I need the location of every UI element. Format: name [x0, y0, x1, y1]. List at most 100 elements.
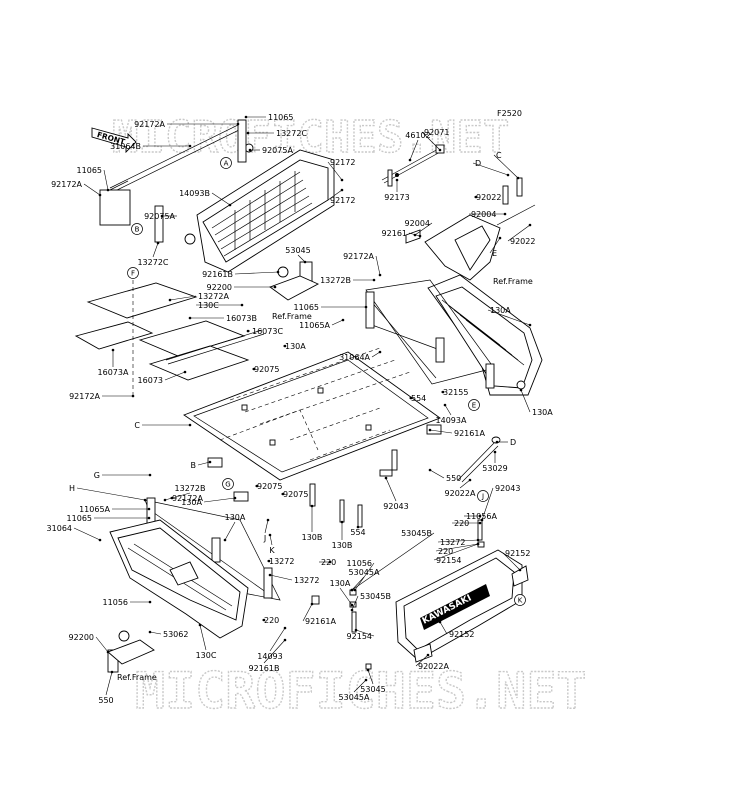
part-number-label: 92075 — [254, 365, 279, 374]
leader-dot — [384, 476, 388, 480]
leader-dot — [340, 188, 344, 192]
leader-dot — [98, 538, 102, 542]
part-number-label: 130A — [330, 579, 351, 588]
leader-line — [269, 534, 273, 546]
leader-dot — [268, 573, 272, 577]
tailgate-53062: KAWASAKI — [395, 549, 529, 663]
leader-line — [297, 254, 306, 263]
leader-dot — [156, 241, 160, 245]
part-number-label: B — [191, 461, 197, 470]
leader-line — [105, 671, 113, 696]
leader-line — [367, 669, 374, 685]
leader-dot — [246, 329, 250, 333]
leader-dot — [366, 668, 370, 672]
leader-line — [76, 487, 146, 501]
part-number-label: 130A — [532, 408, 553, 417]
part-number-label: 16073C — [252, 327, 283, 336]
leader-line — [73, 527, 101, 541]
leader-dot — [188, 316, 192, 320]
part-number-label: 92075 — [283, 490, 308, 499]
leader-dot — [350, 588, 354, 592]
leader-line — [481, 487, 494, 521]
leader-dot — [519, 388, 523, 392]
callout-letter-a: A — [224, 160, 229, 168]
leader-dot — [223, 538, 227, 542]
ref-frame-label: Ref.Frame — [272, 312, 312, 321]
leader-line — [409, 139, 419, 161]
leader-line — [415, 654, 429, 667]
part-number-label: 16073A — [98, 368, 129, 377]
leader-line — [433, 543, 479, 561]
part-number-label: D — [510, 438, 516, 447]
front-panel-rod-assembly — [99, 119, 254, 245]
leader-line — [507, 224, 531, 242]
part-number-label: 53045A — [339, 693, 370, 702]
part-number-label: 130B — [332, 541, 353, 550]
leader-dot — [395, 178, 399, 182]
leader-dot — [438, 620, 442, 624]
leader-line — [459, 479, 471, 489]
leader-line — [103, 169, 109, 191]
leader-dot — [283, 344, 287, 348]
leader-dot — [443, 403, 447, 407]
leader-dot — [498, 236, 502, 240]
part-number-label: C — [134, 421, 140, 430]
part-number-label: 46102 — [405, 131, 430, 140]
part-number-label: 92152 — [505, 549, 530, 558]
part-number-label: G — [94, 471, 100, 480]
part-number-label: 92071 — [424, 128, 449, 137]
leader-dot — [110, 670, 114, 674]
leader-line — [199, 624, 207, 651]
leader-line — [472, 162, 509, 176]
leader-dot — [170, 496, 174, 500]
part-number-label: 13272C — [137, 258, 168, 267]
part-number-label: 11065 — [268, 113, 293, 122]
leader-line — [429, 429, 453, 434]
leader-line — [83, 183, 101, 196]
part-number-label: 92172A — [172, 494, 203, 503]
part-number-label: 92022A — [445, 489, 476, 498]
figure-code: F2520 — [497, 109, 522, 118]
leader-dot — [228, 203, 232, 207]
part-number-label: 92075A — [144, 212, 175, 221]
part-number-label: 16073 — [138, 376, 163, 385]
leader-dot — [147, 516, 151, 520]
leader-line — [264, 519, 269, 534]
part-number-label: K — [269, 546, 275, 555]
leader-dot — [372, 278, 376, 282]
part-number-label: 130A — [285, 342, 306, 351]
part-number-label: 14093B — [179, 189, 210, 198]
callout-circle-e — [468, 399, 480, 411]
leader-dot — [106, 188, 110, 192]
leader-dot — [252, 367, 256, 371]
part-number-label: 53062 — [163, 630, 188, 639]
part-number-label: 220 — [264, 616, 279, 625]
leader-dot — [468, 478, 472, 482]
leader-dot — [518, 568, 522, 572]
leader-line — [339, 587, 353, 606]
leader-dot — [353, 588, 357, 592]
bed-floor-53029 — [183, 347, 442, 502]
leader-line — [224, 521, 236, 541]
callout-circle-f — [127, 267, 139, 279]
leader-dot — [208, 460, 212, 464]
leader-dot — [409, 396, 413, 400]
leader-dot — [183, 370, 187, 374]
leader-line — [269, 627, 286, 652]
part-number-label: 13272 — [294, 576, 319, 585]
part-number-label: 92172A — [51, 180, 82, 189]
part-number-label: 16073B — [226, 314, 257, 323]
callout-circle-g — [222, 478, 234, 490]
part-number-label: 92022 — [476, 193, 501, 202]
leader-line — [520, 389, 531, 413]
leader-dot — [236, 122, 240, 126]
part-number-label: 31064B — [110, 142, 141, 151]
leader-dot — [273, 285, 277, 289]
leader-line — [331, 319, 344, 326]
leader-line — [269, 574, 293, 581]
part-number-label: 14093A — [436, 416, 467, 425]
part-number-label: 92173 — [384, 193, 409, 202]
leader-dot — [341, 318, 345, 322]
